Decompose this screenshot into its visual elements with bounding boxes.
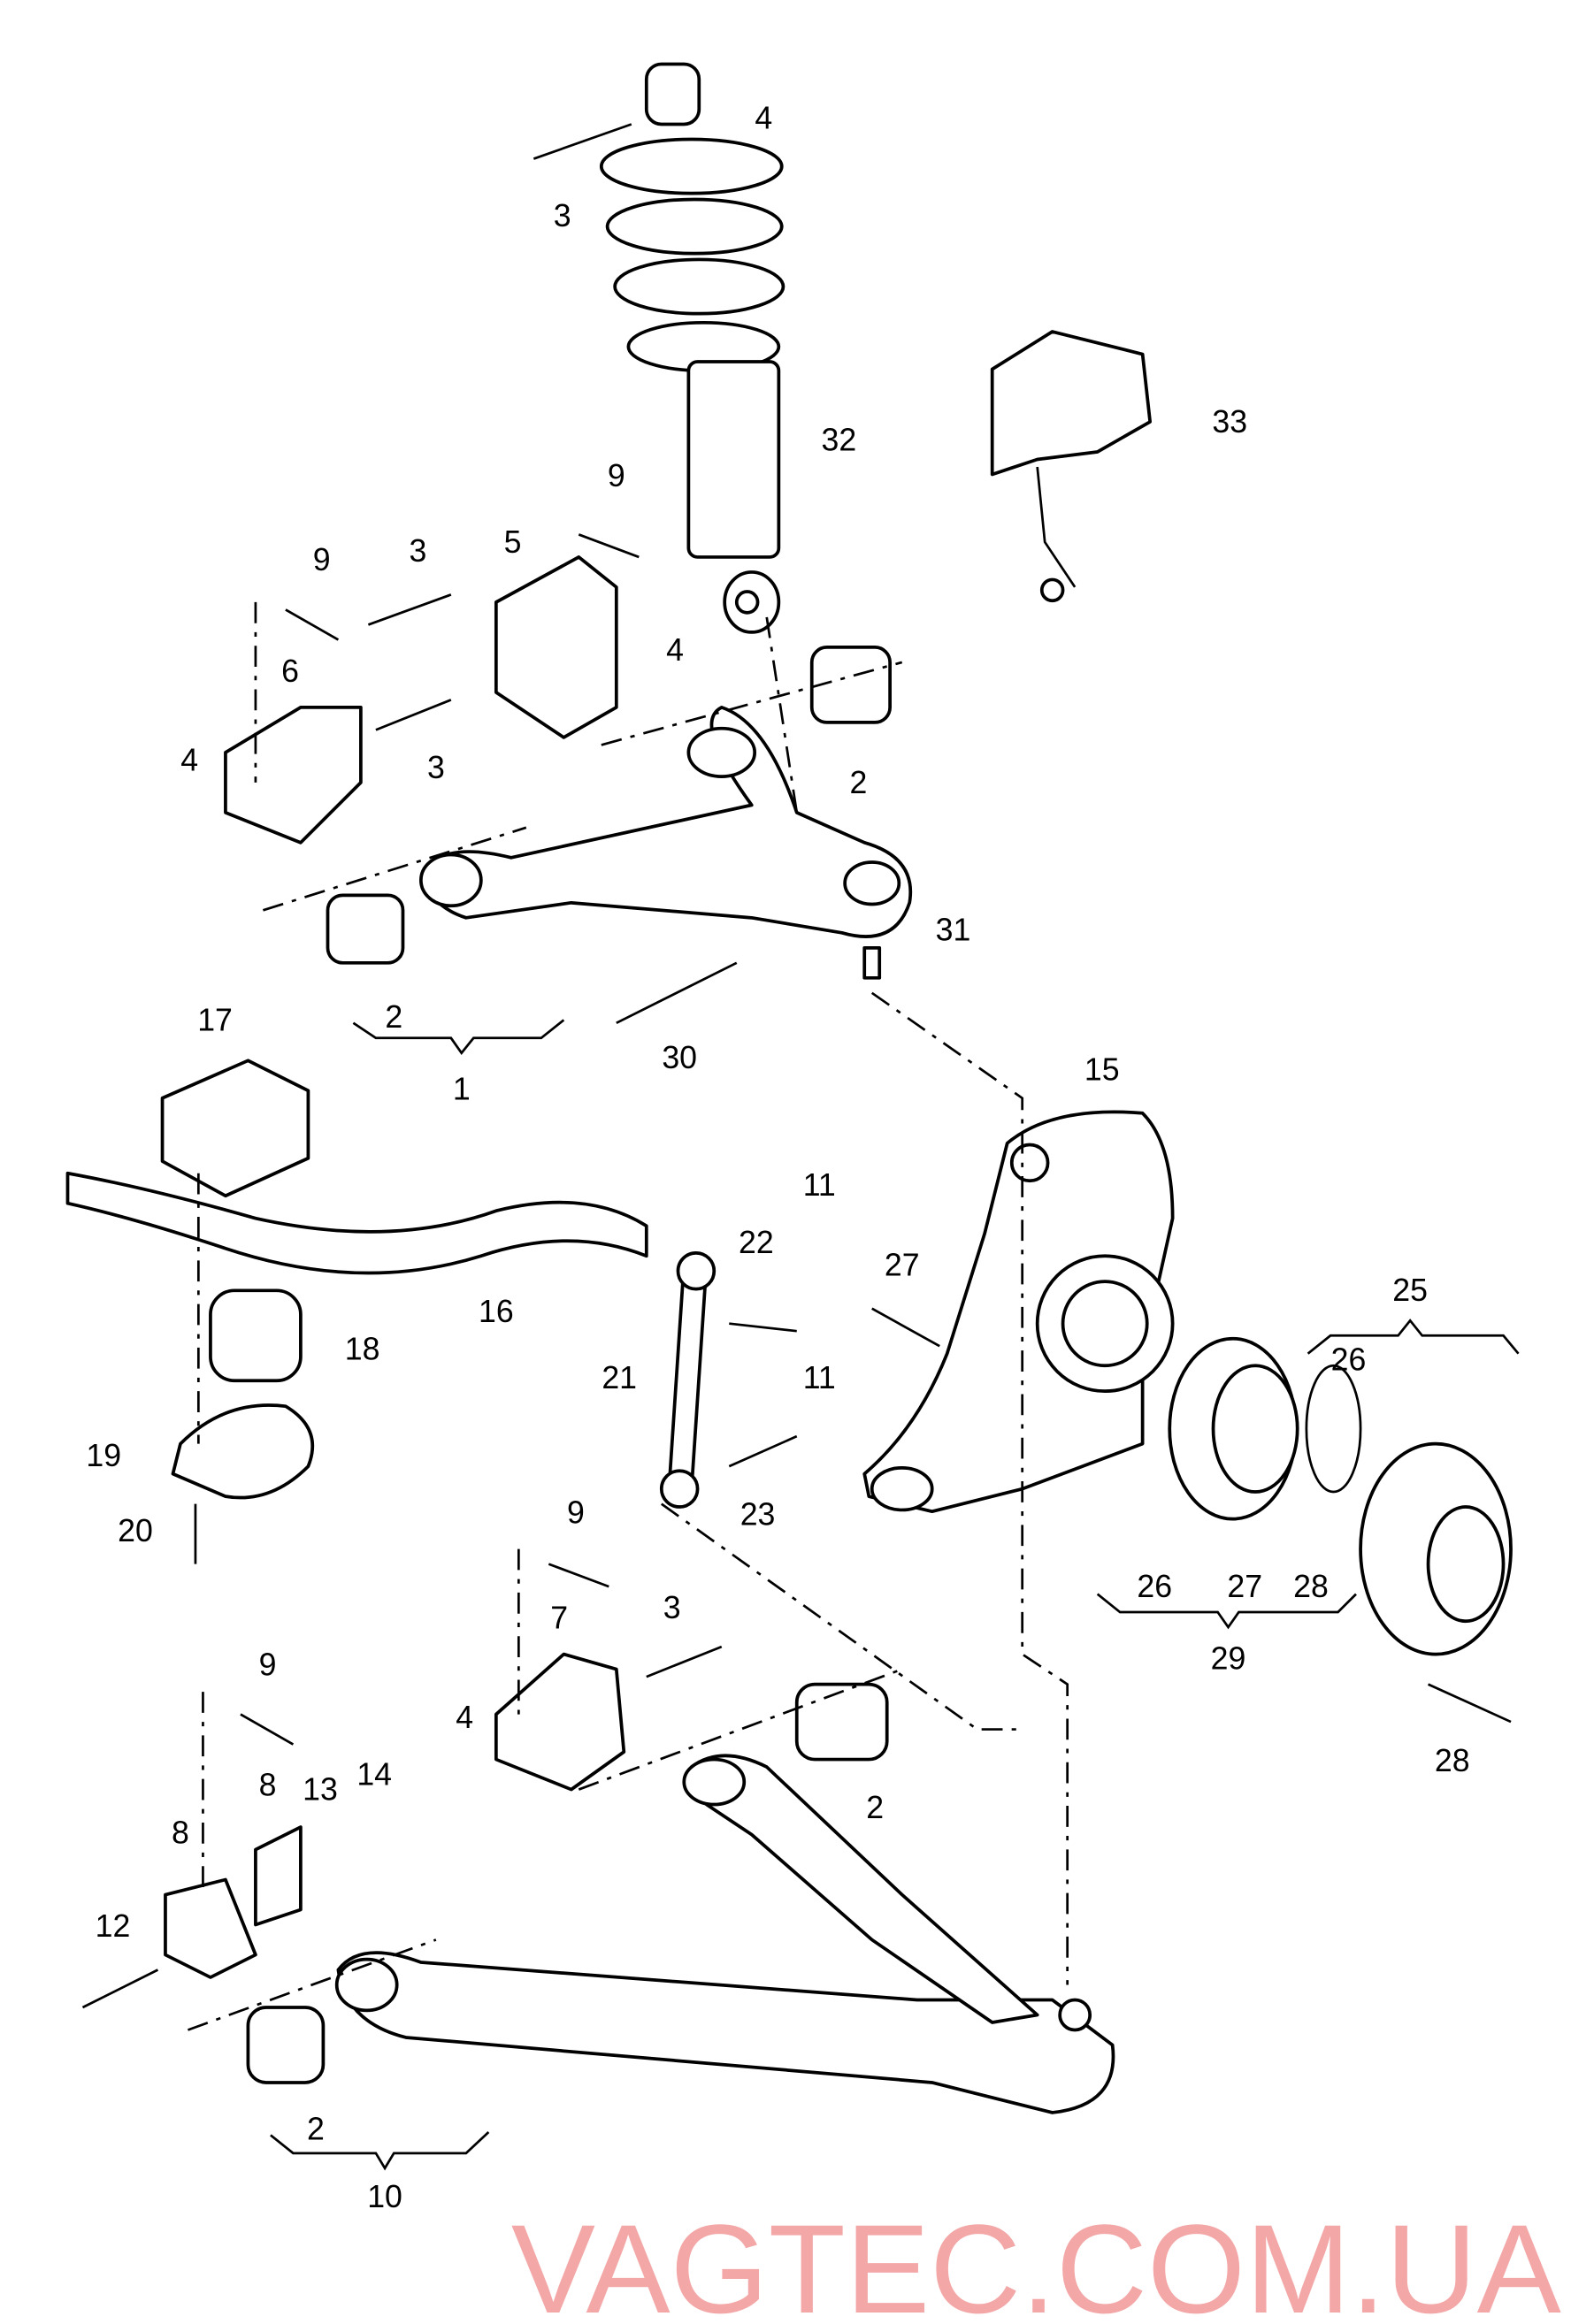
callout-label-15: 15: [1084, 1051, 1120, 1087]
callout-label-2: 2: [866, 1790, 884, 1825]
callout-label-33: 33: [1212, 404, 1247, 440]
coupling-rod-upper-eye: [676, 1250, 717, 1291]
callout-label-19: 19: [86, 1438, 121, 1473]
callout-label-26: 26: [1331, 1342, 1367, 1377]
callout-label-17: 17: [197, 1002, 233, 1037]
wheel-bearing-housing: [862, 1110, 1175, 1514]
callout-label-4: 4: [666, 632, 684, 668]
callout-label-12: 12: [96, 1908, 131, 1944]
callout-label-9: 9: [259, 1647, 277, 1682]
callout-label-26: 26: [1137, 1569, 1172, 1604]
callout-label-30: 30: [662, 1040, 697, 1075]
callout-label-1: 1: [453, 1071, 471, 1106]
callout-label-27: 27: [885, 1247, 920, 1282]
callout-label-9: 9: [608, 458, 625, 493]
callout-label-25: 25: [1392, 1273, 1428, 1308]
callout-label-7: 7: [550, 1601, 568, 1636]
callout-label-3: 3: [427, 750, 445, 785]
callout-label-11: 11: [803, 1360, 836, 1395]
bolts: [81, 123, 1512, 2009]
callout-label-8: 8: [172, 1816, 189, 1851]
callout-label-29: 29: [1211, 1641, 1246, 1677]
callout-label-23: 23: [740, 1496, 776, 1532]
group-braces: [270, 1019, 1520, 2171]
callout-label-14: 14: [356, 1756, 392, 1792]
callout-label-2: 2: [307, 2112, 325, 2147]
callout-label-31: 31: [936, 912, 971, 947]
callout-label-3: 3: [663, 1590, 681, 1625]
callout-label-32: 32: [821, 422, 856, 457]
lower-control-arm: [246, 1682, 1115, 2114]
callout-label-3: 3: [410, 533, 427, 569]
callout-label-2: 2: [850, 765, 868, 800]
callout-label-4: 4: [755, 101, 772, 136]
callout-label-5: 5: [504, 524, 522, 560]
level-sensor: [990, 330, 1153, 603]
callout-label-21: 21: [602, 1360, 637, 1395]
bracket-6: [224, 706, 363, 845]
callout-label-4: 4: [180, 742, 198, 777]
callout-label-28: 28: [1293, 1569, 1329, 1604]
callout-label-18: 18: [345, 1331, 380, 1366]
callout-label-10: 10: [367, 2179, 402, 2214]
coupling-rod-lower-eye: [659, 1469, 700, 1509]
upper-control-arm: [326, 646, 913, 980]
callout-label-8: 8: [259, 1767, 277, 1802]
stabilizer-bar: [65, 1059, 648, 1500]
callout-label-22: 22: [739, 1225, 774, 1260]
callout-label-9: 9: [313, 542, 331, 577]
callout-label-16: 16: [479, 1294, 514, 1329]
bracket-8: [164, 1877, 257, 1979]
callout-label-20: 20: [118, 1513, 153, 1548]
callout-label-13: 13: [303, 1771, 338, 1807]
coupling-rod: [667, 1261, 709, 1491]
callout-label-11: 11: [803, 1167, 836, 1203]
assembly-lines: [187, 601, 1069, 2031]
callout-label-3: 3: [554, 198, 571, 233]
callout-label-4: 4: [456, 1700, 473, 1735]
callout-label-9: 9: [567, 1495, 585, 1531]
watermark: VAGTEC.COM.UA: [511, 2199, 1561, 2324]
callout-label-27: 27: [1227, 1569, 1262, 1604]
callout-label-28: 28: [1435, 1743, 1470, 1778]
bracket-8b: [254, 1825, 303, 1927]
shock-absorber-strut: [599, 62, 786, 634]
callout-label-2: 2: [385, 999, 402, 1035]
bracket-5: [494, 555, 618, 739]
wheel-hub-assembly: [1168, 1336, 1513, 1656]
bracket-7: [494, 1652, 626, 1792]
callout-label-6: 6: [281, 654, 299, 689]
